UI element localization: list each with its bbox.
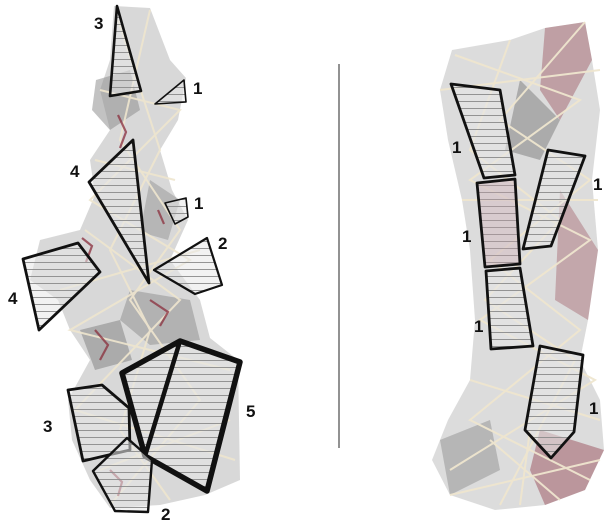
- left-label-4-lower: 4: [8, 289, 18, 308]
- right-label-1-upper-left: 1: [462, 227, 471, 246]
- left-label-1-top: 1: [193, 79, 202, 98]
- right-label-1-top: 1: [452, 138, 461, 157]
- left-label-3-lower: 3: [43, 417, 52, 436]
- left-label-1-middle: 1: [194, 194, 203, 213]
- left-label-4-upper: 4: [70, 162, 80, 181]
- left-label-3-top: 3: [94, 14, 103, 33]
- right-label-1-upper-right: 1: [593, 175, 602, 194]
- left-label-5: 5: [246, 402, 255, 421]
- left-label-2-middle: 2: [218, 234, 227, 253]
- right-label-1-middle: 1: [474, 317, 483, 336]
- left-label-2-bottom: 2: [161, 505, 170, 524]
- right-panel-1-upper-left-outline: [477, 179, 520, 267]
- right-label-1-bottom: 1: [589, 399, 598, 418]
